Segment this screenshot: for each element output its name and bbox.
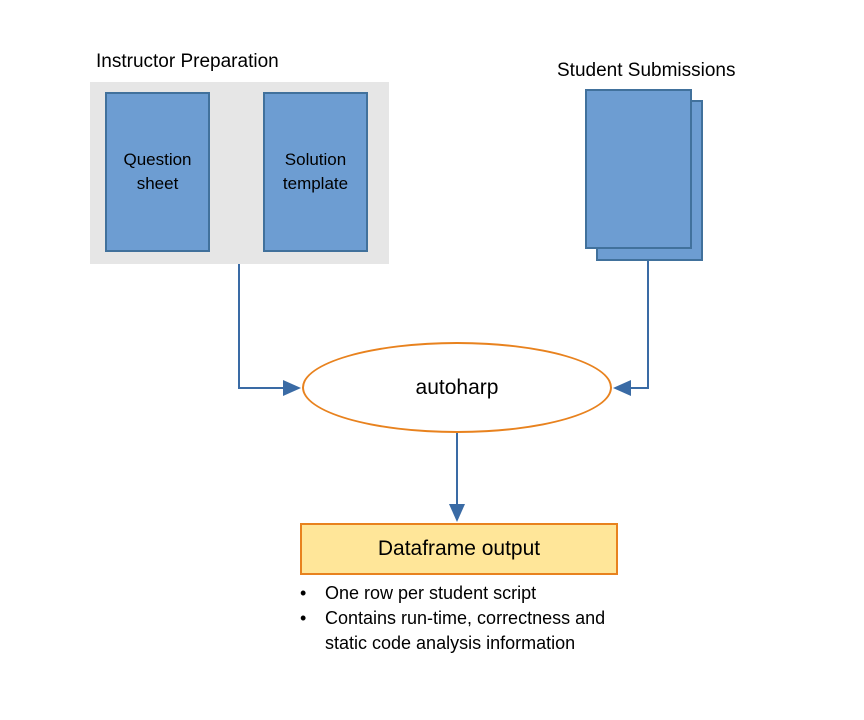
autoharp-ellipse: autoharp <box>302 342 612 433</box>
bullet-contains-runtime-info: Contains run-time, correctness and stati… <box>298 606 698 656</box>
bullet-one-row-per-script: One row per student script <box>298 581 698 606</box>
arrowhead-students-to-autoharp <box>613 380 631 396</box>
arrow-instructor-to-autoharp <box>238 264 283 389</box>
question-sheet-shape: Question sheet <box>105 92 210 252</box>
dataframe-output-bullet-list: One row per student script Contains run-… <box>298 581 698 656</box>
arrow-students-to-autoharp <box>631 261 649 389</box>
student-submission-doc-front <box>585 89 692 249</box>
arrowhead-instructor-to-autoharp <box>283 380 301 396</box>
dataframe-output-box: Dataframe output <box>300 523 618 575</box>
arrowhead-autoharp-to-output <box>449 504 465 522</box>
instructor-preparation-title: Instructor Preparation <box>96 51 279 72</box>
solution-template-shape: Solution template <box>263 92 368 252</box>
student-submissions-title: Student Submissions <box>557 60 736 81</box>
